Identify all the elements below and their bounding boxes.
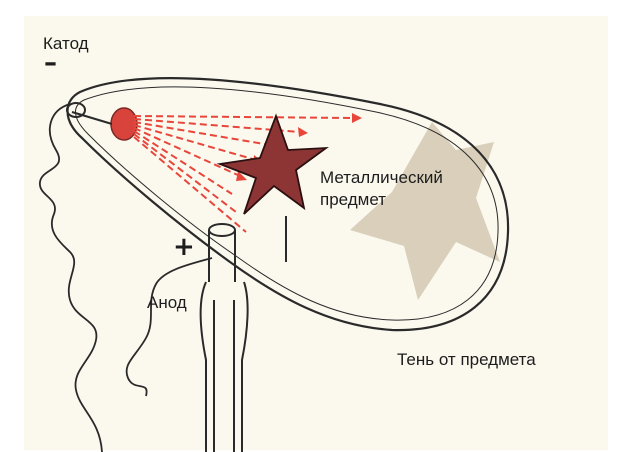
metal-star: [220, 116, 326, 214]
anode-label: Анод: [147, 293, 187, 312]
cathode-wire: [40, 104, 102, 452]
anode-sign: +: [173, 234, 195, 260]
cathode-electrode: [111, 108, 137, 140]
cathode-stem: [72, 112, 112, 124]
star-shadow: [350, 122, 500, 300]
shadow-label: Тень от предмета: [397, 350, 536, 369]
anode-cap: [209, 224, 235, 236]
object-label-line2: предмет: [320, 190, 386, 209]
anode-wire: [127, 258, 212, 396]
object-label-line1: Металлический: [320, 168, 443, 187]
cathode-sign: –: [44, 50, 57, 76]
tube-stand: [201, 282, 248, 452]
